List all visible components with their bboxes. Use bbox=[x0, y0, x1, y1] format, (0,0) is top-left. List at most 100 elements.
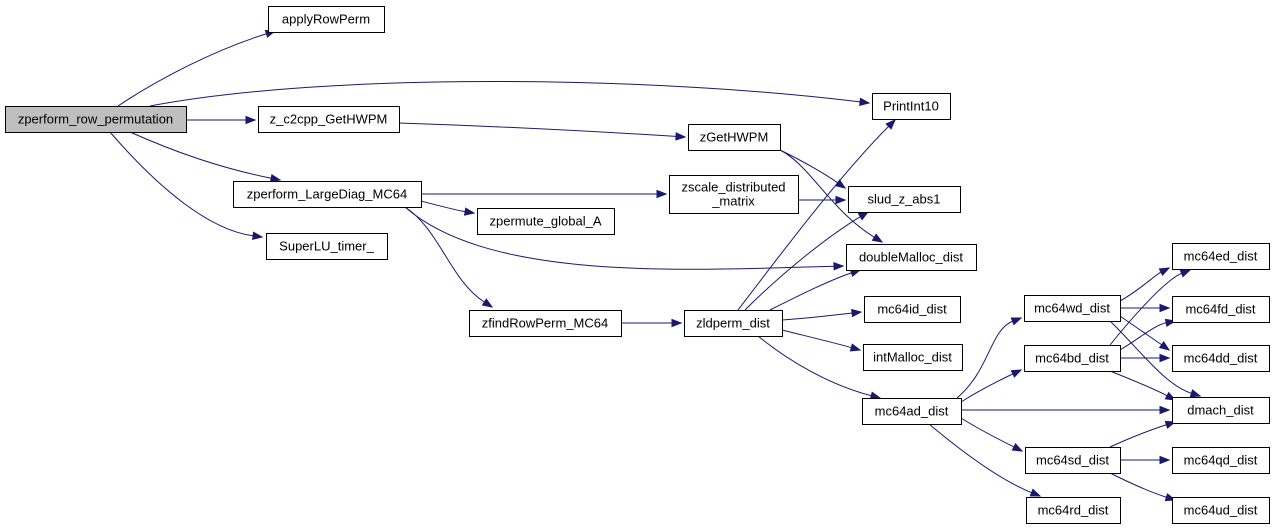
arrowhead-icon bbox=[1158, 341, 1171, 351]
edge-line bbox=[781, 329, 852, 349]
arrowhead-icon bbox=[675, 132, 687, 141]
edge-mc64wd-dist-to-dmach-dist bbox=[1109, 320, 1202, 398]
node-mc64rd-dist[interactable]: mc64rd_dist bbox=[1026, 497, 1121, 524]
node-box bbox=[669, 175, 799, 214]
edge-line bbox=[960, 373, 1014, 403]
node-zperform-largediag-mc64[interactable]: zperform_LargeDiag_MC64 bbox=[233, 181, 422, 208]
node-mc64qd-dist[interactable]: mc64qd_dist bbox=[1172, 447, 1270, 474]
node-label: dmach_dist bbox=[1187, 403, 1254, 418]
node-box bbox=[1172, 296, 1270, 323]
arrowhead-icon bbox=[833, 262, 845, 271]
edge-line bbox=[149, 81, 861, 107]
node-box bbox=[268, 6, 385, 33]
edge-line bbox=[420, 200, 466, 213]
node-zperform-row-permutation[interactable]: zperform_row_permutation bbox=[5, 106, 187, 133]
node-box bbox=[258, 106, 400, 133]
arrowhead-icon bbox=[1010, 369, 1023, 378]
node-label: mc64id_dist bbox=[877, 302, 947, 317]
node-label: mc64bd_dist bbox=[1035, 351, 1109, 366]
edge-line bbox=[956, 320, 1013, 399]
node-mc64bd-dist[interactable]: mc64bd_dist bbox=[1024, 345, 1121, 372]
node-label: mc64ud_dist bbox=[1184, 503, 1258, 518]
node-zgethwpm[interactable]: zGetHWPM bbox=[688, 124, 781, 151]
arrowhead-icon bbox=[1159, 303, 1171, 313]
node-box bbox=[862, 398, 962, 425]
arrowhead-icon bbox=[1179, 269, 1192, 278]
node-box bbox=[1026, 497, 1121, 524]
arrowhead-icon bbox=[849, 343, 862, 352]
node-label: intMalloc_dist bbox=[873, 350, 952, 365]
edge-zldperm-dist-to-mc64ad-dist bbox=[757, 335, 882, 400]
arrowhead-icon bbox=[1189, 389, 1202, 398]
edge-line bbox=[1109, 472, 1167, 498]
node-box bbox=[5, 106, 187, 133]
edge-line bbox=[1109, 370, 1168, 397]
node-box bbox=[1172, 345, 1270, 372]
edge-mc64sd-dist-to-mc64ud-dist bbox=[1109, 472, 1177, 502]
edge-zperform-largediag-mc64-to-zfindrowperm-mc64 bbox=[404, 206, 494, 308]
arrowhead-icon bbox=[857, 211, 870, 221]
edge-line bbox=[117, 33, 267, 107]
node-applyrowperm[interactable]: applyRowPerm bbox=[268, 6, 385, 33]
node-zpermute-global-a[interactable]: zpermute_global_A bbox=[477, 208, 615, 235]
edge-mc64wd-dist-to-mc64fd-dist bbox=[1119, 303, 1171, 313]
edge-line bbox=[779, 149, 875, 238]
edge-line bbox=[757, 335, 872, 397]
node-box bbox=[1172, 447, 1270, 474]
arrowhead-icon bbox=[1010, 317, 1023, 326]
node-box bbox=[684, 310, 783, 337]
node-mc64ud-dist[interactable]: mc64ud_dist bbox=[1172, 497, 1270, 524]
edge-z-c2cpp-gethwpm-to-zgethwpm bbox=[398, 122, 687, 141]
edge-line bbox=[404, 206, 835, 270]
node-doublemalloc-dist[interactable]: doubleMalloc_dist bbox=[846, 244, 977, 271]
node-label: PrintInt10 bbox=[883, 99, 939, 114]
edge-line bbox=[769, 272, 852, 311]
node-label: zGetHWPM bbox=[700, 130, 769, 145]
edge-zgethwpm-to-doublemalloc-dist bbox=[779, 149, 884, 243]
edge-mc64ad-dist-to-mc64bd-dist bbox=[960, 369, 1023, 403]
arrowhead-icon bbox=[1159, 455, 1171, 465]
node-slud-z-abs1[interactable]: slud_z_abs1 bbox=[848, 186, 961, 213]
node-box bbox=[688, 124, 781, 151]
arrowhead-icon bbox=[245, 115, 257, 125]
node-label: applyRowPerm bbox=[282, 12, 370, 27]
node-box bbox=[872, 93, 951, 120]
node-label: mc64ed_dist bbox=[1184, 249, 1258, 264]
edge-line bbox=[1109, 272, 1182, 346]
node-mc64fd-dist[interactable]: mc64fd_dist bbox=[1172, 296, 1270, 323]
node-superlu-timer-[interactable]: SuperLU_timer_ bbox=[266, 233, 388, 260]
node-box bbox=[846, 244, 977, 271]
node-printint10[interactable]: PrintInt10 bbox=[872, 93, 951, 120]
arrowhead-icon bbox=[269, 173, 282, 183]
node-label: mc64rd_dist bbox=[1038, 503, 1109, 518]
node-label: mc64qd_dist bbox=[1184, 453, 1258, 468]
node-mc64sd-dist[interactable]: mc64sd_dist bbox=[1025, 447, 1121, 474]
arrowhead-icon bbox=[835, 195, 847, 205]
node-zfindrowperm-mc64[interactable]: zfindRowPerm_MC64 bbox=[469, 310, 622, 337]
edge-zperform-row-permutation-to-superlu-timer- bbox=[109, 131, 264, 240]
node-z-c2cpp-gethwpm[interactable]: z_c2cpp_GetHWPM bbox=[258, 106, 400, 133]
node-mc64ad-dist[interactable]: mc64ad_dist bbox=[862, 398, 962, 425]
node-dmach-dist[interactable]: dmach_dist bbox=[1172, 397, 1270, 424]
node-box bbox=[266, 233, 388, 260]
node-mc64wd-dist[interactable]: mc64wd_dist bbox=[1024, 295, 1121, 322]
edge-line bbox=[1119, 271, 1162, 302]
node-box bbox=[863, 344, 963, 371]
node-intmalloc-dist[interactable]: intMalloc_dist bbox=[863, 344, 963, 371]
arrowhead-icon bbox=[671, 318, 683, 328]
edge-line bbox=[744, 216, 861, 311]
node-box bbox=[1172, 397, 1270, 424]
edge-zperform-largediag-mc64-to-zscale-distributed-matrix bbox=[420, 189, 668, 199]
edge-line bbox=[1119, 315, 1162, 346]
node-mc64id-dist[interactable]: mc64id_dist bbox=[864, 296, 961, 323]
node-zldperm-dist[interactable]: zldperm_dist bbox=[684, 310, 783, 337]
node-box bbox=[469, 310, 622, 337]
node-mc64ed-dist[interactable]: mc64ed_dist bbox=[1172, 243, 1270, 270]
node-label: zperform_LargeDiag_MC64 bbox=[247, 187, 407, 202]
edge-zperform-row-permutation-to-printint10 bbox=[149, 81, 871, 107]
node-zscale-distributed-matrix[interactable]: zscale_distributed_matrix bbox=[669, 175, 799, 214]
node-mc64dd-dist[interactable]: mc64dd_dist bbox=[1172, 345, 1270, 372]
node-label: zldperm_dist bbox=[696, 316, 770, 331]
edge-line bbox=[960, 417, 1015, 448]
